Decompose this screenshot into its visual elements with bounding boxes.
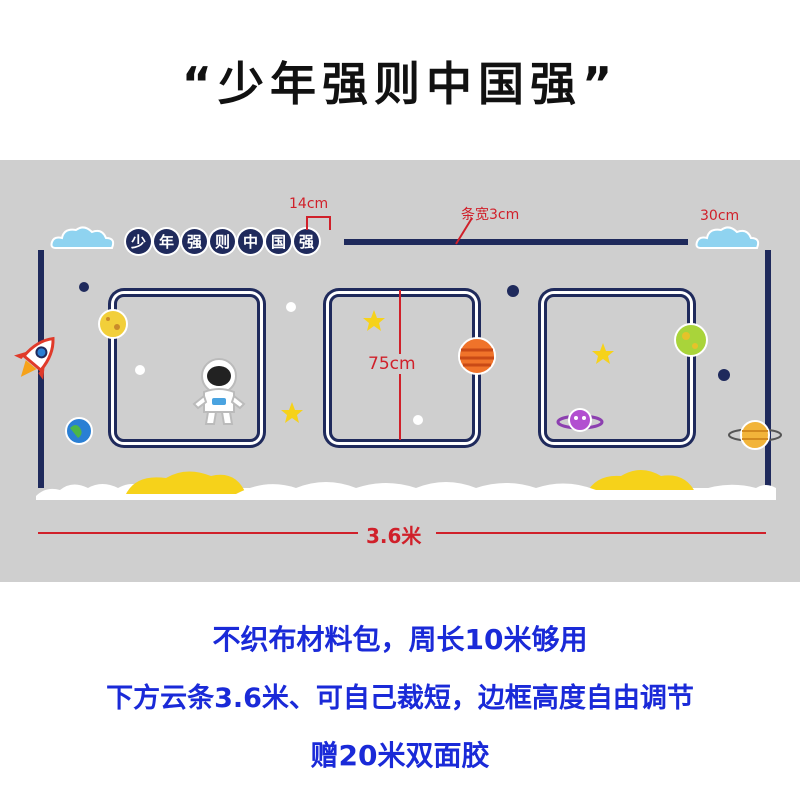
badge-char: 国 xyxy=(266,229,291,254)
astronaut-icon xyxy=(192,358,246,425)
right-border-strip xyxy=(765,250,771,488)
photo-frame-1 xyxy=(114,294,260,442)
planet-orange-icon xyxy=(458,337,496,375)
planet-saturn-icon xyxy=(728,420,782,450)
badge-char: 中 xyxy=(238,229,263,254)
planet-green-icon xyxy=(674,323,708,357)
rocket-icon xyxy=(14,336,55,380)
frame-height-label: 75cm xyxy=(366,354,418,374)
cloud-size-label: 30cm xyxy=(700,208,740,224)
badge-char: 则 xyxy=(210,229,235,254)
total-length-line-right xyxy=(436,532,766,534)
badge-char: 年 xyxy=(154,229,179,254)
star-icon xyxy=(281,402,303,423)
description-line-3: 赠20米双面胶 xyxy=(310,739,490,772)
planet-purple-ring-icon xyxy=(556,408,604,432)
planet-earth-icon xyxy=(65,417,93,445)
cloud-right-icon xyxy=(695,226,760,249)
total-length-line-left xyxy=(38,532,358,534)
badge-width-bracket xyxy=(306,216,331,218)
decor-dots xyxy=(79,282,730,425)
photo-frame-3 xyxy=(544,294,690,442)
badge-char: 强 xyxy=(294,229,319,254)
strip-width-pointer xyxy=(455,217,473,245)
total-length-label: 3.6米 xyxy=(366,524,422,548)
description-line-2: 下方云条3.6米、可自己裁短，边框高度自由调节 xyxy=(106,683,694,714)
planet-yellow-icon xyxy=(98,309,128,339)
top-border-strip xyxy=(344,239,688,245)
star-icon xyxy=(363,310,385,331)
bottom-cloud-strip xyxy=(36,470,776,500)
title-badges: 少 年 强 则 中 国 强 xyxy=(126,229,319,254)
star-icon xyxy=(592,343,614,364)
badge-char: 强 xyxy=(182,229,207,254)
cloud-left-icon xyxy=(50,226,115,249)
description-line-1: 不织布材料包，周长10米够用 xyxy=(212,623,588,656)
badge-width-label: 14cm xyxy=(289,196,329,212)
badge-char: 少 xyxy=(126,229,151,254)
strip-width-label: 条宽3cm xyxy=(461,207,520,223)
page-title: “少年强则中国强” xyxy=(181,57,619,111)
